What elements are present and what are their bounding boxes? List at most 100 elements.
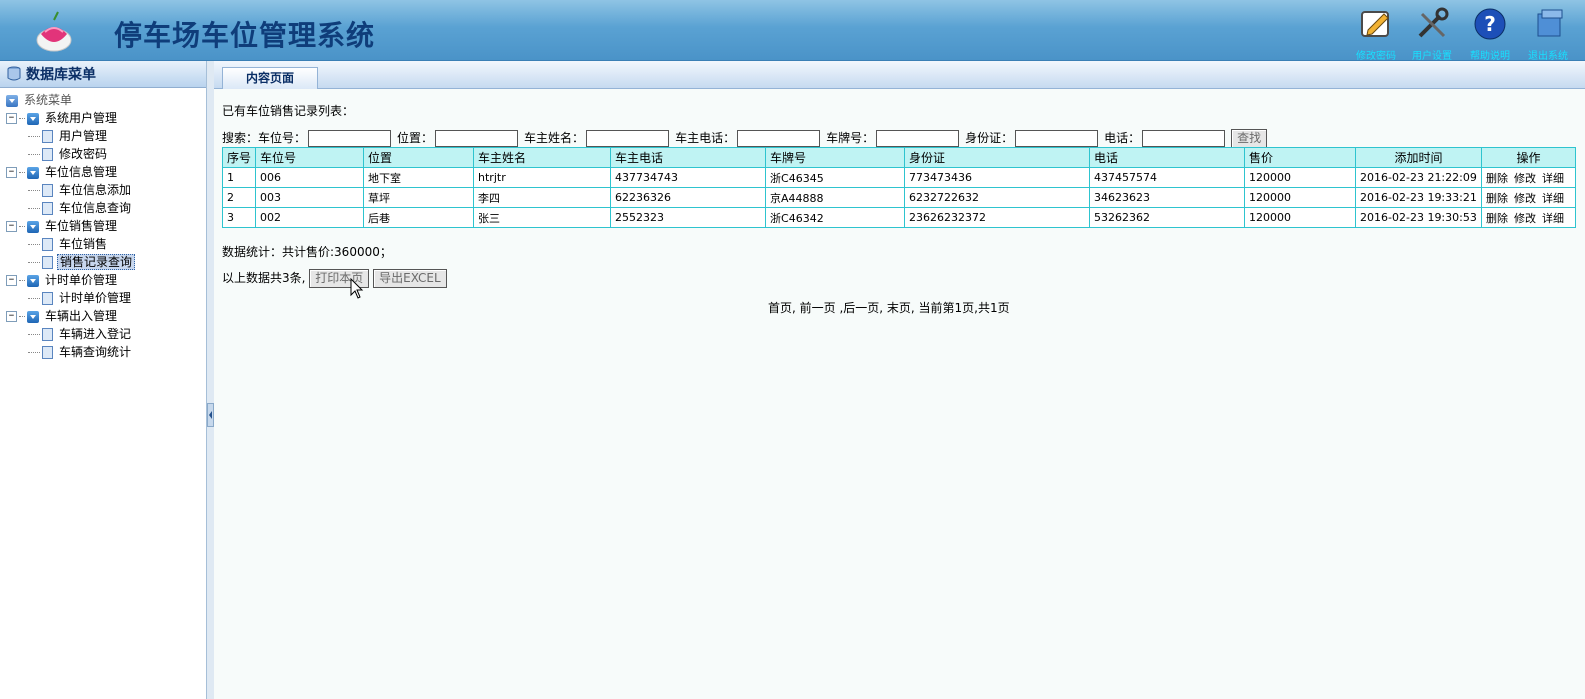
tree-item-vehicle-entry[interactable]: 车辆进入登记 <box>6 325 213 343</box>
table-cell: 京A44888 <box>765 187 906 208</box>
id-card-input[interactable] <box>1015 130 1099 147</box>
collapse-toggle-icon[interactable]: − <box>6 113 17 124</box>
owner-name-input[interactable] <box>586 130 670 147</box>
table-cell: 120000 <box>1244 187 1357 208</box>
top-help-label: 帮助说明 <box>1470 51 1510 61</box>
tree-item-user-manage[interactable]: 用户管理 <box>6 127 213 145</box>
tree-group-label: 计时单价管理 <box>45 273 118 287</box>
delete-link[interactable]: 删除 <box>1486 211 1509 225</box>
expand-arrow-icon <box>27 310 39 323</box>
top-tools-button[interactable]: 用户设置 <box>1402 6 1462 60</box>
top-exit-button[interactable]: 退出系统 <box>1518 6 1578 61</box>
tree-item-space-add[interactable]: 车位信息添加 <box>6 181 213 199</box>
tree-item-label: 用户管理 <box>59 129 108 143</box>
row-actions: 删除修改详细 <box>1481 167 1577 188</box>
tree-group-space-info[interactable]: −车位信息管理 <box>6 163 213 181</box>
collapse-toggle-icon[interactable]: − <box>6 221 17 232</box>
exit-icon <box>1537 9 1563 37</box>
tree-group-label: 车位销售管理 <box>45 219 118 233</box>
search-field-label: 车牌号： <box>826 131 875 145</box>
table-cell: 草坪 <box>363 187 475 208</box>
tree-item-label: 销售记录查询 <box>57 254 136 270</box>
top-exit-label: 退出系统 <box>1528 51 1568 61</box>
page-icon <box>42 256 53 269</box>
table-cell: 2 <box>221 187 257 208</box>
tree-item-change-password[interactable]: 修改密码 <box>6 145 213 163</box>
collapse-toggle-icon[interactable]: − <box>6 167 17 178</box>
table-row: 1 006 地下室 htrjtr 437734743 浙C46345 77347… <box>221 167 1577 188</box>
tab-content-page[interactable]: 内容页面 <box>222 67 318 89</box>
tree-group-space-sales[interactable]: − 车位销售管理 <box>6 217 213 235</box>
table-cell: 后巷 <box>363 207 475 228</box>
mouse-cursor-icon <box>350 278 364 299</box>
tree-item-vehicle-stats[interactable]: 车辆查询统计 <box>6 343 213 361</box>
tree-group-vehicle-inout[interactable]: −车辆出入管理 <box>6 307 213 325</box>
table-cell: 1 <box>221 167 257 188</box>
row-actions: 删除修改详细 <box>1481 207 1577 228</box>
tree-root[interactable]: 系统菜单 <box>6 91 213 109</box>
search-field-label: 车主电话： <box>675 131 736 145</box>
search-bar: 搜索：车位号：位置：车主姓名：车主电话：车牌号：身份证：电话：查找 <box>222 129 1268 148</box>
edit-link[interactable]: 修改 <box>1514 191 1537 205</box>
delete-link[interactable]: 删除 <box>1486 171 1509 185</box>
svg-text:?: ? <box>1484 12 1496 36</box>
page-icon <box>42 346 53 359</box>
tree-item-space-sale[interactable]: 车位销售 <box>6 235 213 253</box>
search-field-label: 位置： <box>397 131 434 145</box>
phone-input[interactable] <box>1142 130 1226 147</box>
delete-link[interactable]: 删除 <box>1486 191 1509 205</box>
table-cell: htrjtr <box>473 167 612 188</box>
folder-icon <box>6 94 18 107</box>
table-cell: 34623623 <box>1089 187 1246 208</box>
collapse-toggle-icon[interactable]: − <box>6 275 17 286</box>
search-field-label: 身份证： <box>965 131 1014 145</box>
page-icon <box>42 184 53 197</box>
tree-item-space-query[interactable]: 车位信息查询 <box>6 199 213 217</box>
detail-link[interactable]: 详细 <box>1542 211 1565 225</box>
top-edit-button[interactable]: 修改密码 <box>1346 6 1406 60</box>
edit-link[interactable]: 修改 <box>1514 171 1537 185</box>
export-excel-button[interactable]: 导出EXCEL <box>373 269 447 288</box>
col-header: 序号 <box>221 147 257 168</box>
tree-item-label: 车辆查询统计 <box>59 345 132 359</box>
col-header: 位置 <box>363 147 475 168</box>
expand-arrow-icon <box>27 274 39 287</box>
menu-panel-title: 数据库菜单 <box>26 67 96 83</box>
tree-group-label: 系统用户管理 <box>45 111 118 125</box>
table-cell: 437734743 <box>610 167 767 188</box>
table-cell: 6232722632 <box>904 187 1091 208</box>
table-cell: 浙C46345 <box>765 167 906 188</box>
pagination[interactable]: 首页, 前一页 ,后一页, 末页, 当前第1页,共1页 <box>768 301 1010 315</box>
space-number-input[interactable] <box>308 130 392 147</box>
page-icon <box>42 292 53 305</box>
collapse-toggle-icon[interactable]: − <box>6 311 17 322</box>
col-header: 车位号 <box>255 147 365 168</box>
search-button[interactable]: 查找 <box>1231 129 1268 148</box>
total-bar: 以上数据共3条, 打印本页 导出EXCEL <box>222 269 447 288</box>
plate-number-input[interactable] <box>876 130 960 147</box>
edit-link[interactable]: 修改 <box>1514 211 1537 225</box>
table-cell: 62236326 <box>610 187 767 208</box>
top-help-button[interactable]: ? 帮助说明 <box>1460 6 1520 61</box>
tree-item-sales-records[interactable]: 销售记录查询 <box>6 253 213 271</box>
table-cell: 地下室 <box>363 167 475 188</box>
table-cell: 3 <box>221 207 257 228</box>
table-cell: 437457574 <box>1089 167 1246 188</box>
col-header: 电话 <box>1089 147 1246 168</box>
detail-link[interactable]: 详细 <box>1542 171 1565 185</box>
search-field-label: 车位号： <box>258 131 307 145</box>
col-header: 添加时间 <box>1355 147 1483 168</box>
owner-phone-input[interactable] <box>737 130 821 147</box>
location-input[interactable] <box>435 130 519 147</box>
help-icon: ? <box>1474 8 1506 40</box>
tree-item-label: 车位销售 <box>59 237 108 251</box>
table-cell: 53262362 <box>1089 207 1246 228</box>
app-header: 停车场车位管理系统 修改密码 用户设置 ? 帮助说明 退出系统 <box>0 0 1585 61</box>
tree-group-system-users[interactable]: − 系统用户管理 <box>6 109 213 127</box>
col-header: 车主姓名 <box>473 147 612 168</box>
tree-group-hourly-price[interactable]: − 计时单价管理 <box>6 271 213 289</box>
tree-item-hourly-price-manage[interactable]: 计时单价管理 <box>6 289 213 307</box>
panel-splitter[interactable] <box>206 61 214 699</box>
collapse-panel-arrow-icon[interactable] <box>207 403 214 427</box>
detail-link[interactable]: 详细 <box>1542 191 1565 205</box>
